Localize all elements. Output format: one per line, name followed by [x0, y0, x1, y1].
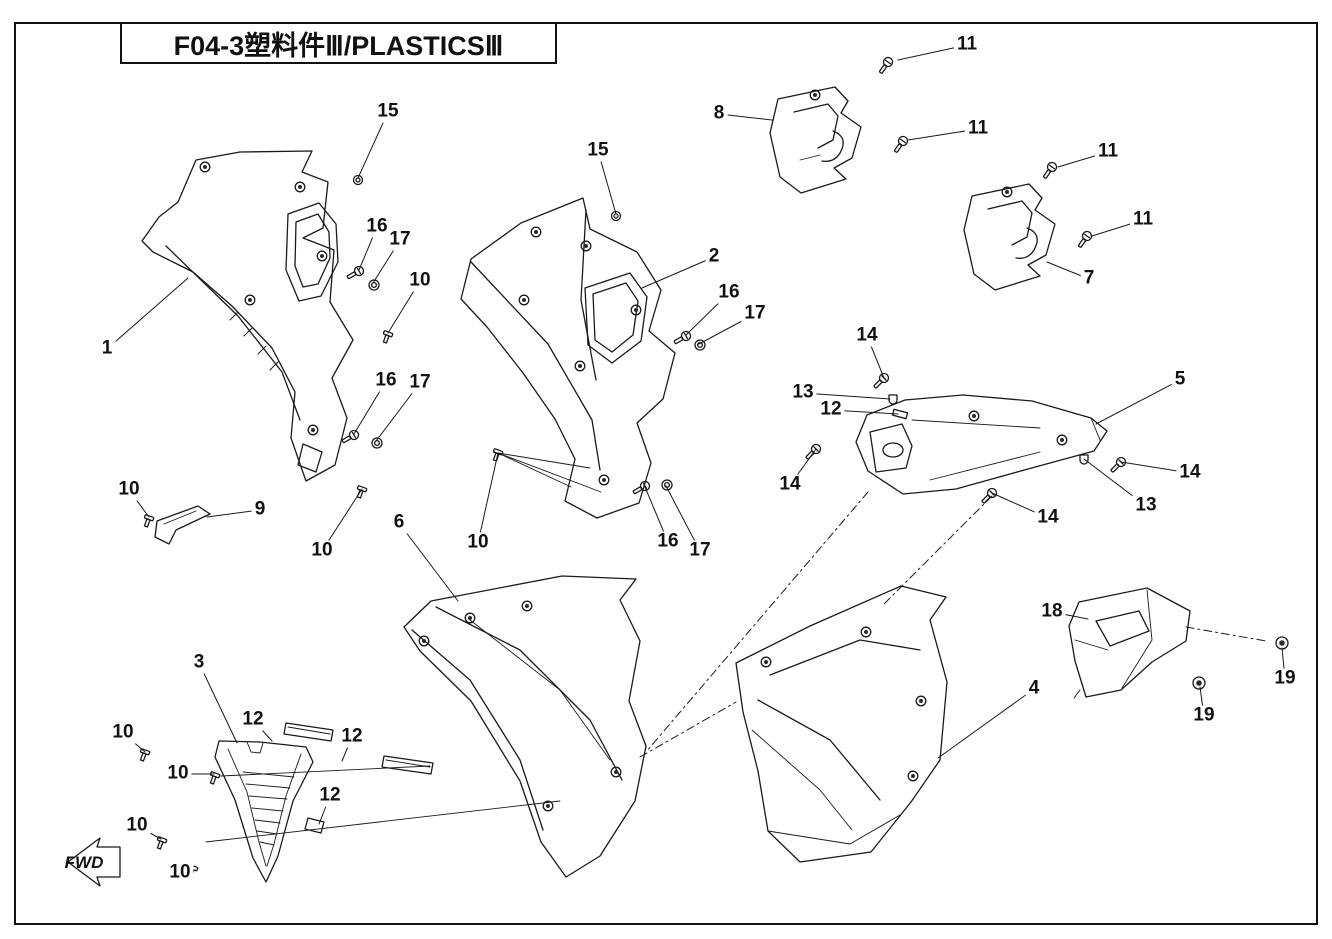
part-callout-19: 19 — [1190, 705, 1218, 727]
part-callout-4: 4 — [1025, 678, 1043, 700]
leader-line — [477, 452, 499, 544]
part-callout-10: 10 — [308, 540, 336, 562]
part-18-drawing — [1068, 587, 1191, 699]
part-callout-17: 17 — [741, 303, 769, 325]
part-1-drawing — [141, 150, 354, 482]
part-callout-17: 17 — [406, 372, 434, 394]
part-callout-10: 10 — [123, 815, 151, 837]
part-callout-16: 16 — [715, 282, 743, 304]
part-6-drawing — [403, 575, 647, 878]
part-callout-14: 14 — [1176, 462, 1204, 484]
part-callout-15: 15 — [584, 140, 612, 162]
part-callout-12: 12 — [316, 785, 344, 807]
part-callout-11: 11 — [964, 118, 992, 140]
part-callout-16: 16 — [654, 531, 682, 553]
leader-line — [398, 522, 459, 602]
page-border — [14, 22, 1318, 925]
part-callout-13: 13 — [1132, 495, 1160, 517]
part-5-drawing — [802, 370, 1129, 507]
part-callout-11: 11 — [1094, 141, 1122, 163]
part-3-drawing — [214, 740, 314, 883]
part-callout-16: 16 — [363, 216, 391, 238]
leader-line — [718, 113, 773, 121]
part-callout-2: 2 — [705, 246, 723, 268]
part-callout-10: 10 — [115, 479, 143, 501]
part-callout-8: 8 — [710, 103, 728, 125]
part-callout-14: 14 — [776, 474, 804, 496]
part-callout-12: 12 — [817, 399, 845, 421]
leader-line — [198, 662, 238, 744]
part-callout-14: 14 — [853, 325, 881, 347]
part-9-drawing — [154, 505, 211, 545]
part-callout-12: 12 — [338, 726, 366, 748]
leader-line — [357, 111, 389, 179]
part-4-drawing — [735, 585, 948, 863]
part-callout-1: 1 — [98, 338, 116, 360]
page-title: F04-3塑料件Ⅲ/PLASTICSⅢ — [173, 30, 504, 61]
part-callout-18: 18 — [1038, 601, 1066, 623]
leader-line — [802, 392, 891, 400]
part-callout-11: 11 — [953, 34, 981, 56]
fwd-label: FWD — [65, 853, 104, 872]
leader-line — [641, 256, 715, 289]
part-callout-7: 7 — [1080, 268, 1098, 290]
part-19-grommets — [1192, 636, 1289, 690]
part-callout-16: 16 — [372, 370, 400, 392]
part-2-drawing — [460, 197, 676, 519]
leader-line — [106, 277, 189, 350]
part-callout-15: 15 — [374, 101, 402, 123]
part-callout-14: 14 — [1034, 507, 1062, 529]
part-callout-10: 10 — [164, 763, 192, 785]
leader-line — [1095, 379, 1181, 425]
part-7-drawing — [963, 183, 1056, 291]
part-callout-12: 12 — [239, 709, 267, 731]
part-8-drawing — [769, 86, 862, 194]
part-callout-9: 9 — [251, 499, 269, 521]
part-callout-19: 19 — [1271, 668, 1299, 690]
leader-line — [665, 485, 701, 552]
title-box: F04-3塑料件Ⅲ/PLASTICSⅢ — [120, 22, 557, 64]
part-callout-11: 11 — [1129, 209, 1157, 231]
part-12-strips — [283, 722, 434, 834]
part-callout-5: 5 — [1171, 369, 1189, 391]
construction-lines — [205, 452, 1267, 843]
clip-strip-icon — [891, 408, 909, 420]
part-callout-10: 10 — [109, 722, 137, 744]
leader-line — [937, 688, 1035, 759]
part-callout-17: 17 — [686, 540, 714, 562]
leader-line — [206, 509, 261, 518]
part-callout-13: 13 — [789, 382, 817, 404]
part-callout-10: 10 — [166, 862, 194, 884]
fwd-arrow: FWD — [65, 837, 121, 887]
part-callout-6: 6 — [390, 512, 408, 534]
leader-line — [597, 150, 617, 215]
part-callout-10: 10 — [464, 532, 492, 554]
part-callout-17: 17 — [386, 229, 414, 251]
part-callout-10: 10 — [406, 270, 434, 292]
part-callout-3: 3 — [190, 652, 208, 674]
